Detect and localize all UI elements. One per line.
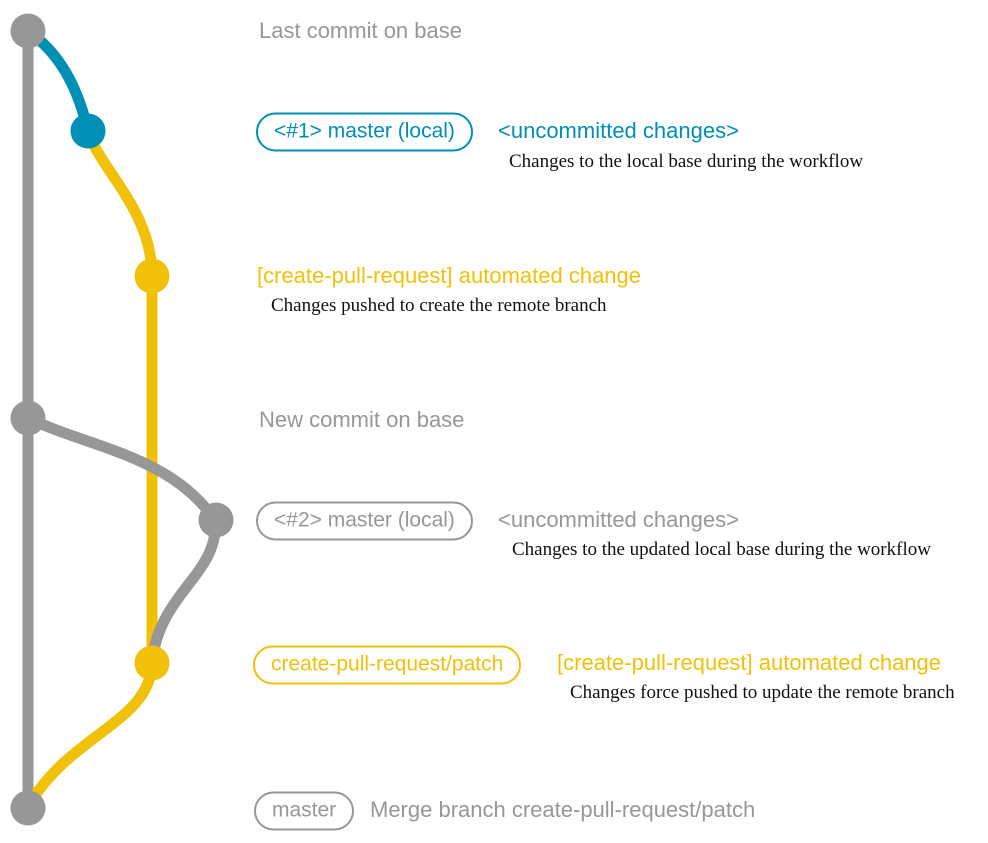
rebased-local-in-curve <box>147 514 221 662</box>
master-badge: master <box>254 791 355 831</box>
commit-dot-cpr-push <box>134 258 170 294</box>
cpr-push-message: [create-pull-request] automated change <box>257 263 642 288</box>
patch-branch-badge: create-pull-request/patch <box>253 645 522 685</box>
master-local-2-badge: <#2> master (local) <box>256 501 473 541</box>
merge-message: Merge branch create-pull-request/patch <box>370 797 756 822</box>
rebased-local-out-curve <box>22 412 221 526</box>
commit-dot-merge <box>10 790 46 826</box>
uncommitted-changes-1-message: <uncommitted changes> <box>498 118 739 143</box>
cpr-force-push-message: [create-pull-request] automated change <box>557 650 942 675</box>
cpr-force-push-note: Changes force pushed to update the remot… <box>570 682 955 703</box>
last-commit-title: Last commit on base <box>259 18 462 43</box>
uncommitted-changes-2-note: Changes to the updated local base during… <box>512 539 931 560</box>
new-commit-title: New commit on base <box>259 407 465 432</box>
commit-dot-cpr-force-push <box>134 645 170 681</box>
master-local-1-badge: <#1> master (local) <box>256 112 473 152</box>
uncommitted-changes-2-message: <uncommitted changes> <box>498 507 739 532</box>
uncommitted-changes-1-note: Changes to the local base during the wor… <box>509 151 864 172</box>
commit-dot-new-base <box>10 400 46 436</box>
cpr-push-note: Changes pushed to create the remote bran… <box>271 295 607 316</box>
merge-into-base-curve <box>26 657 158 806</box>
commit-dot-last-base <box>10 13 46 49</box>
commit-dot-master-local-1 <box>70 113 106 149</box>
patch-branch-out-curve <box>82 125 158 282</box>
commit-dot-master-local-2 <box>198 502 234 538</box>
